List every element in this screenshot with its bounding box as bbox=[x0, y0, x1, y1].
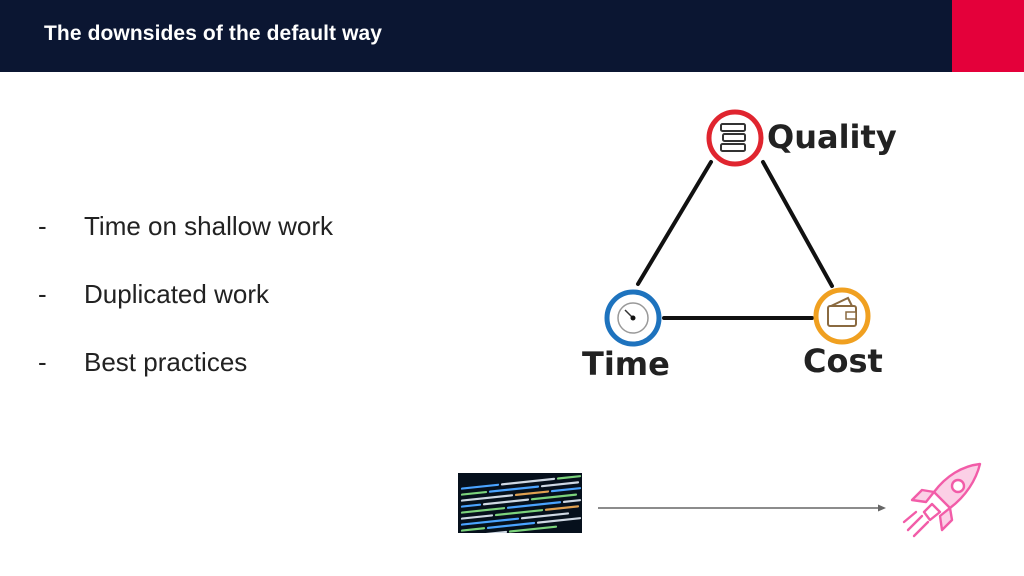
slide-title: The downsides of the default way bbox=[44, 22, 383, 45]
project-triangle-diagram: Quality Time Cost bbox=[582, 109, 897, 383]
time-label: Time bbox=[582, 345, 670, 383]
document-stack-icon bbox=[706, 109, 764, 167]
code-screen-image bbox=[458, 473, 582, 533]
bullet-text: Best practices bbox=[84, 347, 248, 377]
bullet-item: - Best practices bbox=[38, 342, 333, 410]
quality-label: Quality bbox=[767, 118, 897, 156]
header-accent-block bbox=[952, 0, 1024, 72]
wallet-icon bbox=[813, 287, 871, 345]
bullet-item: - Duplicated work bbox=[38, 274, 333, 342]
bullet-list: - Time on shallow work - Duplicated work -… bbox=[38, 206, 333, 410]
edge-quality-time bbox=[636, 160, 713, 286]
header-bar: The downsides of the default way bbox=[0, 0, 952, 72]
clock-icon bbox=[604, 289, 662, 347]
bullet-text: Time on shallow work bbox=[84, 211, 334, 241]
bullet-marker: - bbox=[38, 211, 47, 241]
cost-label: Cost bbox=[803, 342, 883, 380]
bullet-text: Duplicated work bbox=[84, 279, 269, 309]
bullet-item: - Time on shallow work bbox=[38, 206, 333, 274]
bullet-marker: - bbox=[38, 279, 47, 309]
edge-quality-cost bbox=[761, 160, 834, 288]
bullet-marker: - bbox=[38, 347, 47, 377]
rocket-icon bbox=[902, 462, 982, 538]
